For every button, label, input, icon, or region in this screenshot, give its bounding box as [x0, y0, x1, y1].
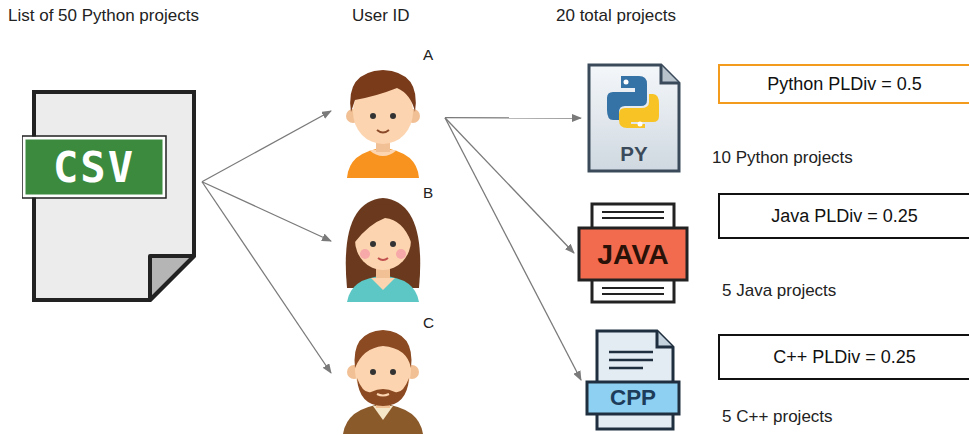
- file-type-label: CSV: [24, 138, 164, 196]
- pldiv-text: C++ PLDiv = 0.25: [773, 347, 916, 368]
- project-count: 5 Java projects: [722, 281, 836, 301]
- user-avatar: A: [333, 44, 445, 178]
- pldiv-text: Java PLDiv = 0.25: [771, 206, 918, 227]
- csv-file-icon-art: [22, 88, 202, 306]
- cpp-file-icon-art: [583, 328, 683, 432]
- python-file-icon: PY: [583, 62, 683, 174]
- csv-file-icon: CSV: [22, 88, 202, 306]
- cpp-file-icon: CPP: [583, 328, 683, 432]
- pldiv-box: Python PLDiv = 0.5: [718, 64, 969, 104]
- arrow-connector: [445, 118, 574, 253]
- pldiv-box: Java PLDiv = 0.25: [718, 193, 969, 239]
- user-avatar-art: [333, 44, 445, 178]
- user-avatar: B: [333, 180, 445, 302]
- column-heading: User ID: [352, 6, 410, 26]
- user-id-letter: C: [423, 312, 445, 334]
- pldiv-text: Python PLDiv = 0.5: [767, 74, 922, 95]
- user-id-letter: B: [423, 182, 445, 204]
- arrow-connector: [202, 182, 331, 373]
- arrow-connector: [445, 117, 581, 119]
- project-count: 10 Python projects: [712, 148, 853, 168]
- file-type-label: PY: [589, 140, 679, 168]
- column-heading: List of 50 Python projects: [8, 6, 199, 26]
- user-id-letter: A: [423, 44, 445, 66]
- java-file-icon: JAVA: [576, 198, 690, 308]
- column-heading: 20 total projects: [556, 6, 676, 26]
- project-count: 5 C++ projects: [722, 407, 833, 427]
- arrow-connector: [445, 118, 581, 380]
- file-type-label: CPP: [587, 382, 679, 414]
- arrow-connector: [202, 111, 331, 182]
- file-type-label: JAVA: [579, 228, 687, 280]
- user-avatar: C: [333, 312, 445, 434]
- pldiv-box: C++ PLDiv = 0.25: [718, 334, 969, 380]
